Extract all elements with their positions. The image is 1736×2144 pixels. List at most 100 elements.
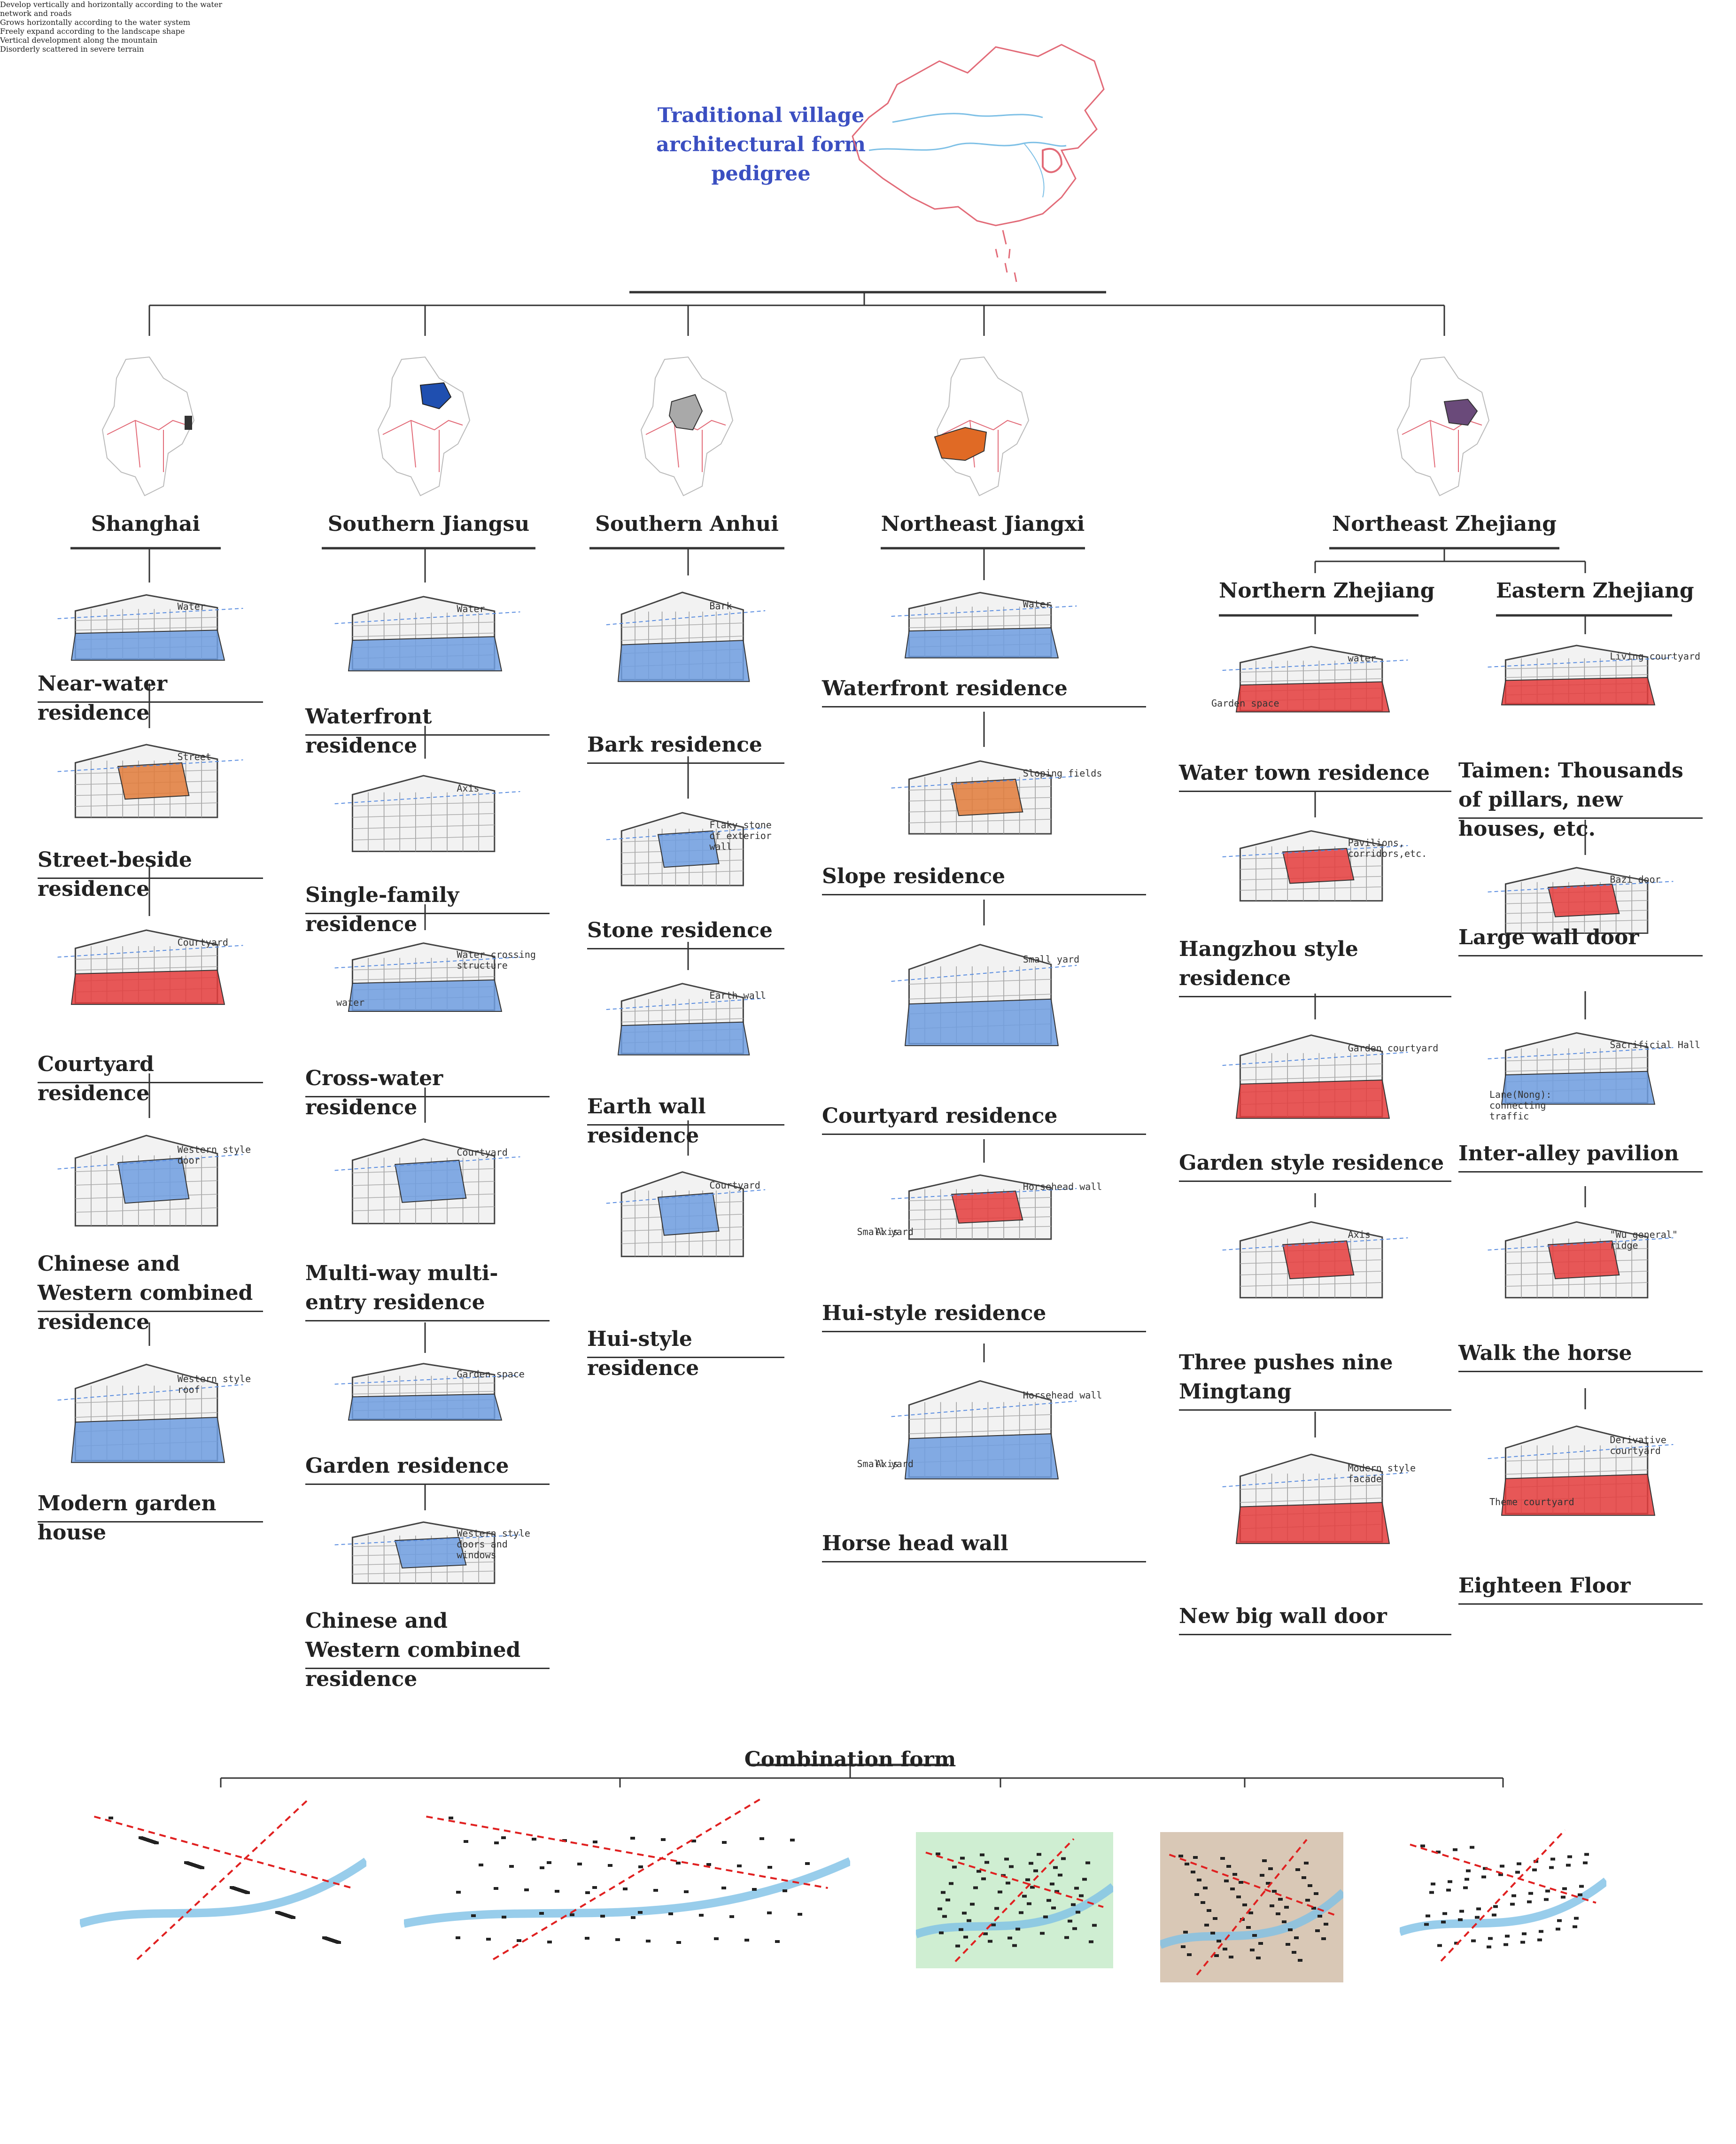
annotation-label: Water bbox=[457, 603, 485, 614]
combination-label: Vertical development along the mountain bbox=[0, 36, 158, 45]
residence-label: Courtyard residence bbox=[38, 1052, 154, 1105]
building-illustration bbox=[1217, 817, 1414, 930]
combination-label: Grows horizontally according to the wate… bbox=[0, 18, 191, 27]
province-map-zhejiang bbox=[1388, 350, 1505, 505]
annotation-label: Western style roof bbox=[177, 1373, 251, 1396]
building-illustration bbox=[329, 930, 526, 1038]
annotation-label: Axis bbox=[876, 1226, 899, 1238]
building-illustration bbox=[601, 1156, 770, 1292]
building-illustration bbox=[885, 1362, 1083, 1517]
annotation-label: water bbox=[1348, 652, 1376, 664]
residence-label: Slope residence bbox=[822, 864, 1006, 888]
annotation-label: Western style doors and windows bbox=[457, 1527, 530, 1561]
building-illustration bbox=[329, 761, 526, 883]
annotation-label: Garden space bbox=[457, 1368, 525, 1380]
annotation-label: Small yard bbox=[1023, 954, 1080, 965]
building-illustration bbox=[52, 916, 249, 1033]
label-underline bbox=[587, 1124, 784, 1126]
annotation-label: Theme courtyard bbox=[1489, 1496, 1574, 1507]
annotation-label: Earth wall bbox=[709, 990, 766, 1002]
building-illustration bbox=[329, 583, 526, 700]
annotation-label: Sloping fields bbox=[1023, 768, 1102, 779]
label-underline bbox=[305, 1096, 550, 1097]
annotation-label: Modern style facade bbox=[1348, 1462, 1416, 1484]
label-underline bbox=[587, 948, 784, 949]
combination-map bbox=[1398, 1823, 1609, 1968]
province-map-shanghai bbox=[93, 350, 210, 505]
annotation-label: Water bbox=[177, 600, 206, 612]
residence-label: Walk the horse bbox=[1458, 1341, 1632, 1365]
building-illustration bbox=[329, 1353, 526, 1442]
annotation-label: Axis bbox=[457, 782, 480, 794]
combination-map bbox=[78, 1790, 369, 1968]
annotation-label: Water crossing structure bbox=[457, 949, 536, 971]
annotation-label: Axis bbox=[876, 1458, 899, 1469]
residence-label: Eighteen Floor bbox=[1458, 1574, 1631, 1598]
region-northeast-jiangxi: Northeast Jiangxi bbox=[881, 512, 1085, 536]
building-illustration bbox=[601, 970, 770, 1083]
building-illustration bbox=[1482, 1409, 1679, 1550]
label-underline bbox=[1179, 791, 1451, 792]
building-illustration bbox=[601, 799, 770, 916]
residence-label: Large wall door bbox=[1458, 925, 1639, 949]
label-underline bbox=[305, 734, 550, 736]
label-underline bbox=[1458, 955, 1703, 956]
annotation-label: Horsehead wall bbox=[1023, 1181, 1102, 1192]
label-underline bbox=[822, 1561, 1146, 1562]
residence-label: Three pushes nine Mingtang bbox=[1179, 1351, 1393, 1404]
annotation-label: Bazi door bbox=[1610, 873, 1661, 885]
combination-map bbox=[1158, 1832, 1347, 1982]
label-underline bbox=[822, 1134, 1146, 1135]
residence-label: Single-family residence bbox=[305, 883, 459, 936]
annotation-label: Living courtyard bbox=[1610, 651, 1701, 662]
residence-label: Chinese and Western combined residence bbox=[305, 1609, 521, 1691]
subregion-northern-zhejiang: Northern Zhejiang bbox=[1219, 579, 1435, 603]
annotation-label: Lane(Nong): connecting traffic bbox=[1489, 1088, 1552, 1122]
annotation-label: Garden courtyard bbox=[1348, 1042, 1439, 1054]
label-underline bbox=[305, 1320, 550, 1321]
residence-label: Garden style residence bbox=[1179, 1151, 1444, 1175]
label-underline bbox=[305, 913, 550, 914]
region-southern-anhui: Southern Anhui bbox=[595, 512, 779, 536]
label-underline bbox=[38, 1082, 263, 1083]
building-illustration bbox=[1217, 1207, 1414, 1329]
building-illustration bbox=[1482, 1207, 1679, 1329]
label-underline bbox=[38, 878, 263, 879]
building-illustration bbox=[1482, 634, 1679, 728]
residence-label: Hui-style residence bbox=[587, 1327, 699, 1380]
region-shanghai: Shanghai bbox=[91, 512, 201, 536]
annotation-label: Axis bbox=[1348, 1228, 1371, 1240]
annotation-label: Courtyard bbox=[177, 937, 228, 948]
label-underline bbox=[822, 894, 1146, 895]
building-illustration bbox=[1482, 855, 1679, 961]
annotation-label: Small yard bbox=[857, 1458, 914, 1469]
province-map-jiangsu bbox=[369, 350, 486, 505]
combination-title: Combination form bbox=[744, 1748, 956, 1771]
diagram-title: Traditional village architectural form p… bbox=[656, 104, 866, 186]
building-illustration bbox=[885, 580, 1083, 684]
annotation-label: Flaky stone of exterior wall bbox=[709, 819, 772, 852]
china-map bbox=[852, 44, 1105, 282]
annotation-label: Courtyard bbox=[709, 1180, 760, 1191]
label-underline bbox=[1458, 1603, 1703, 1605]
label-underline bbox=[587, 762, 784, 764]
label-underline bbox=[1179, 1409, 1451, 1411]
combination-map bbox=[914, 1832, 1116, 1968]
residence-label: Street-beside residence bbox=[38, 848, 192, 901]
province-map-anhui bbox=[632, 350, 749, 505]
building-illustration bbox=[1217, 1437, 1414, 1578]
label-underline bbox=[1458, 1371, 1703, 1372]
region-northeast-zhejiang: Northeast Zhejiang bbox=[1332, 512, 1557, 536]
building-illustration bbox=[52, 583, 249, 686]
annotation-label: Street bbox=[177, 751, 211, 762]
region-southern-jiangsu: Southern Jiangsu bbox=[327, 512, 530, 536]
residence-label: Modern garden house bbox=[38, 1491, 217, 1545]
residence-label: Waterfront residence bbox=[822, 676, 1068, 700]
label-underline bbox=[1179, 1634, 1451, 1635]
annotation-label: Pavilions, corridors,etc. bbox=[1348, 837, 1427, 860]
label-underline bbox=[587, 1357, 784, 1358]
building-illustration bbox=[329, 1510, 526, 1609]
annotation-label: Water bbox=[1023, 598, 1052, 610]
combination-map bbox=[403, 1790, 852, 1968]
